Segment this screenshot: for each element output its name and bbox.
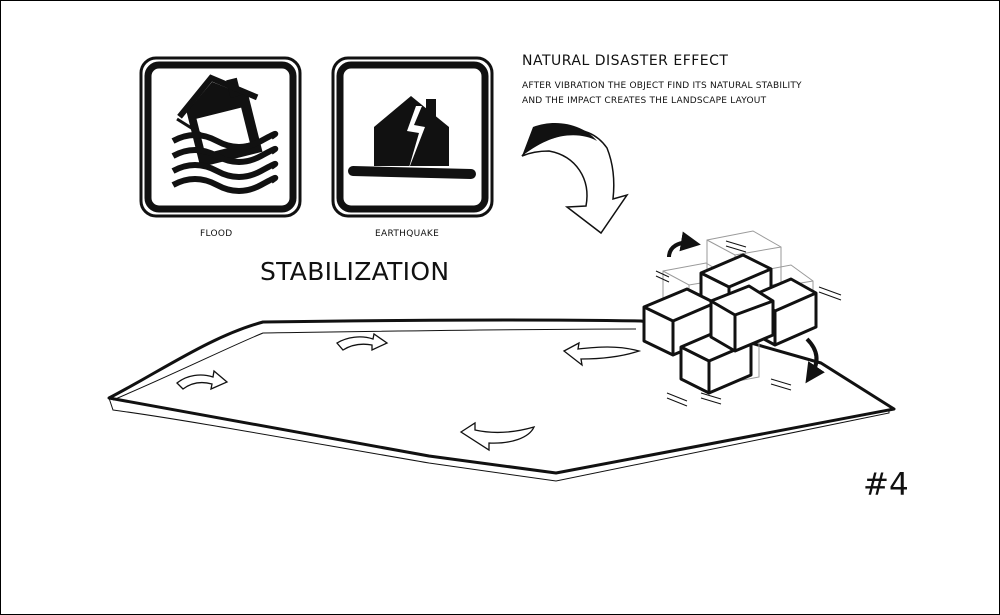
vibration-lines [655,240,842,407]
curved-arrow-icon [521,123,629,235]
rotation-arrows [176,332,642,452]
cross-block-object [642,253,818,395]
section-title: NATURAL DISASTER EFFECT [522,53,729,69]
flood-icon [139,56,302,218]
stage-heading: STABILIZATION [260,257,450,286]
motion-arrows [667,231,825,384]
description-line-1: AFTER VIBRATION THE OBJECT FIND ITS NATU… [522,81,802,91]
step-number: #4 [863,467,909,503]
earthquake-icon [331,56,494,218]
description-line-2: AND THE IMPACT CREATES THE LANDSCAPE LAY… [522,96,767,106]
earthquake-caption: EARTHQUAKE [375,229,440,239]
flood-caption: FLOOD [200,229,233,239]
